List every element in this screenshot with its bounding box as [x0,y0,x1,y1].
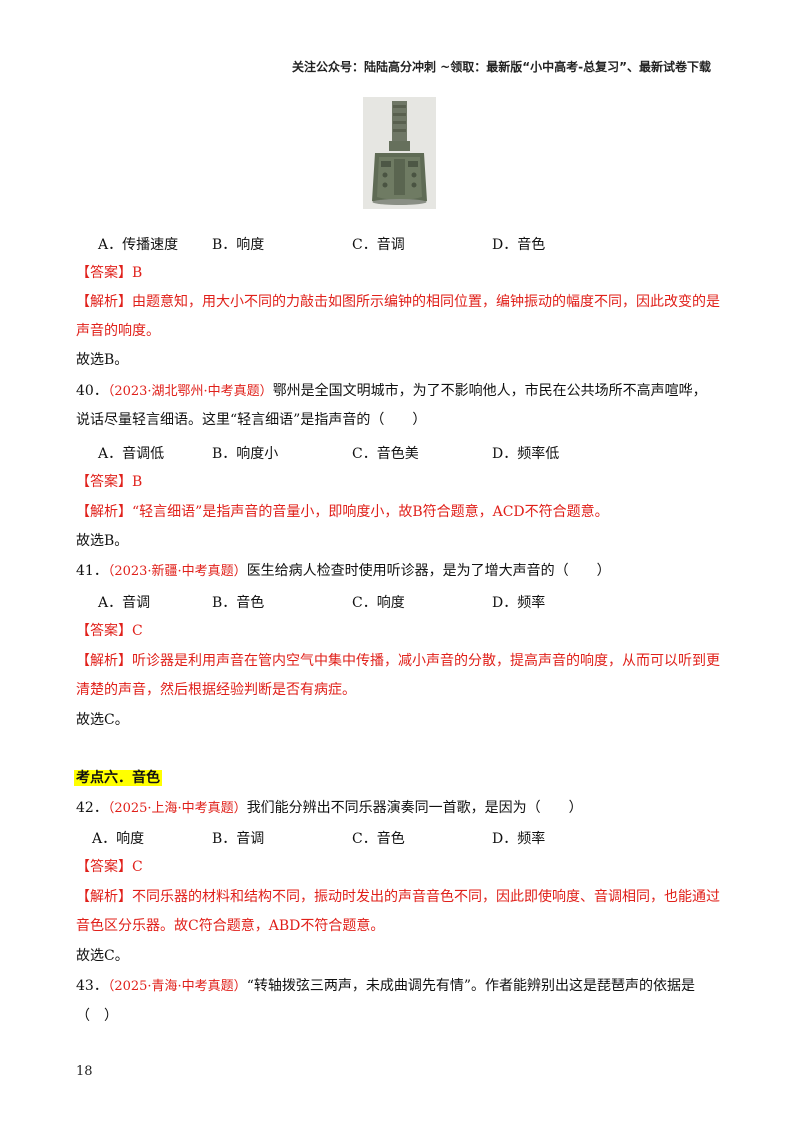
bronze-bell-image [363,97,436,209]
conclusion: 故选B。 [76,352,129,368]
option-c: C．音色美 [352,446,419,462]
analysis: 【解析】“轻言细语”是指声音的音量小，即响度小，故B符合题意，ACD不符合题意。 [76,504,609,520]
option-b: B．音色 [212,595,265,611]
question-stem: 我们能分辨出不同乐器演奏同一首歌，是因为（ ） [246,800,583,816]
question-source: （2025·上海·中考真题） [107,801,247,816]
question-source: （2023·湖北鄂州·中考真题） [107,384,273,399]
option-a: A．传播速度 [98,237,179,253]
option-b: B．响度小 [212,446,279,462]
question-40: 40．（2023·湖北鄂州·中考真题）鄂州是全国文明城市，为了不影响他人，市民在… [76,381,707,402]
analysis-continued: 清楚的声音，然后根据经验判断是否有病症。 [76,682,356,698]
option-b: B．响度 [212,237,265,253]
analysis-continued: 音色区分乐器。故C符合题意，ABD不符合题意。 [76,918,385,934]
option-c: C．音色 [352,831,405,847]
page-header: 关注公众号：陆陆高分冲刺 ~领取：最新版“小中高考-总复习”、最新试卷下载 [292,60,711,74]
answer: 【答案】B [76,265,143,281]
question-source: （2023·新疆·中考真题） [107,564,247,579]
question-stem: 鄂州是全国文明城市，为了不影响他人，市民在公共场所不高声喧哗， [272,383,707,399]
option-c: C．响度 [352,595,405,611]
option-c: C．音调 [352,237,405,253]
option-d: D．音色 [492,237,546,253]
option-a: A．响度 [92,831,145,847]
option-b: B．音调 [212,831,265,847]
option-a: A．音调 [98,595,151,611]
answer: 【答案】B [76,474,143,490]
question-stem: “转轴拨弦三两声，未成曲调先有情”。作者能辨别出这是琵琶声的依据是 [246,978,696,994]
analysis-continued: 声音的响度。 [76,323,160,339]
option-a: A．音调低 [98,446,165,462]
question-stem: 医生给病人检查时使用听诊器，是为了增大声音的（ ） [246,563,611,579]
option-d: D．频率 [492,831,546,847]
question-stem-continued: 说话尽量轻言细语。这里“轻言细语”是指声音的（ ） [76,412,427,428]
section-heading: 考点六．音色 [74,770,162,786]
question-number: 41． [76,563,108,579]
conclusion: 故选C。 [76,948,129,964]
page-number: 18 [76,1064,93,1079]
answer: 【答案】C [76,623,143,639]
question-stem-continued: （ ） [76,1008,118,1024]
question-source: （2025·青海·中考真题） [107,979,247,994]
question-43: 43．（2025·青海·中考真题）“转轴拨弦三两声，未成曲调先有情”。作者能辨别… [76,976,695,997]
question-number: 43． [76,978,108,994]
question-number: 42． [76,800,108,816]
question-41: 41．（2023·新疆·中考真题）医生给病人检查时使用听诊器，是为了增大声音的（… [76,561,611,582]
analysis: 【解析】不同乐器的材料和结构不同，振动时发出的声音音色不同，因此即使响度、音调相… [76,889,720,905]
answer: 【答案】C [76,859,143,875]
option-d: D．频率低 [492,446,560,462]
analysis: 【解析】由题意知，用大小不同的力敲击如图所示编钟的相同位置，编钟振动的幅度不同，… [76,294,720,310]
conclusion: 故选C。 [76,712,129,728]
conclusion: 故选B。 [76,533,129,549]
analysis: 【解析】听诊器是利用声音在管内空气中集中传播，减小声音的分散，提高声音的响度，从… [76,653,720,669]
question-42: 42．（2025·上海·中考真题）我们能分辨出不同乐器演奏同一首歌，是因为（ ） [76,798,583,819]
question-number: 40． [76,383,108,399]
option-d: D．频率 [492,595,546,611]
